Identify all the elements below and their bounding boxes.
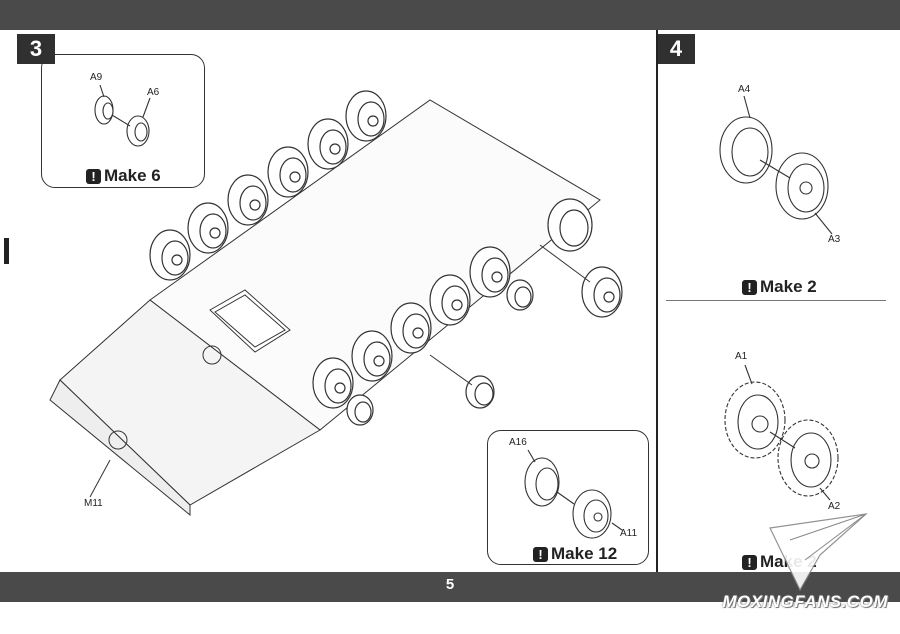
step-divider — [656, 30, 658, 572]
make-6-text: Make 6 — [104, 166, 161, 185]
part-label-a1: A1 — [735, 351, 748, 362]
make-12-text: Make 12 — [551, 544, 618, 563]
part-label-a2: A2 — [828, 501, 841, 512]
part-label-a6: A6 — [147, 87, 160, 98]
page-number: 5 — [445, 576, 455, 593]
top-bar — [0, 0, 900, 30]
part-label-m11: M11 — [84, 498, 103, 509]
step4-divider — [666, 300, 886, 301]
warning-icon: ! — [742, 554, 757, 570]
make-2-note-bottom: ! Make 2 — [742, 552, 817, 572]
watermark-text: MOXINGFANS.COM — [722, 592, 888, 611]
step3-inset-top — [41, 54, 205, 188]
part-label-a9: A9 — [90, 72, 103, 83]
margin-mark — [4, 238, 9, 264]
part-label-a3: A3 — [828, 234, 841, 245]
part-label-a16: A16 — [509, 437, 527, 448]
warning-icon: ! — [86, 168, 101, 184]
make-2-text-top: Make 2 — [760, 277, 817, 296]
step-4-number: 4 — [657, 34, 695, 64]
make-6-note: ! Make 6 — [86, 166, 161, 186]
make-2-text-bottom: Make 2 — [760, 552, 817, 571]
part-label-a4: A4 — [738, 84, 751, 95]
bottom-bar — [0, 572, 900, 602]
make-2-note-top: ! Make 2 — [742, 277, 817, 297]
make-12-note: ! Make 12 — [533, 544, 617, 564]
step3-inset-bottom — [487, 430, 649, 565]
warning-icon: ! — [533, 546, 548, 562]
part-label-a11: A11 — [620, 528, 638, 539]
warning-icon: ! — [742, 279, 757, 295]
